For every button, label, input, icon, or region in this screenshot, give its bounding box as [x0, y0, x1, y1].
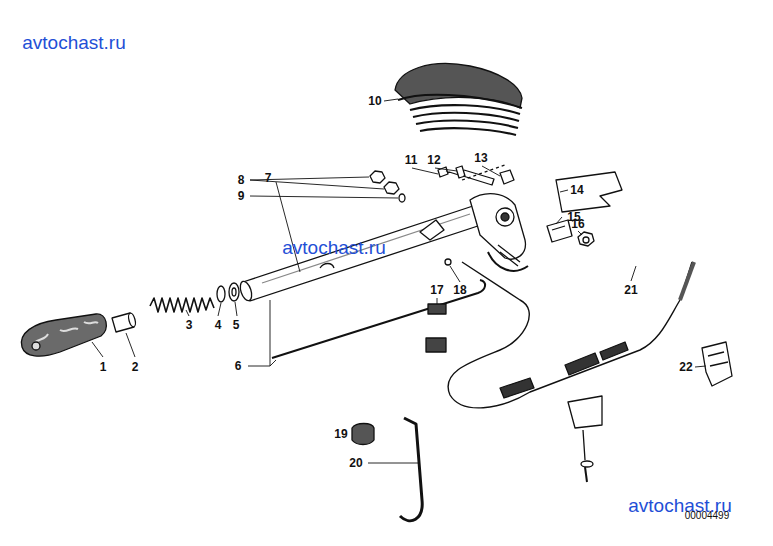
washer [229, 283, 239, 301]
callout-number: 8 [238, 174, 245, 186]
plate [556, 172, 622, 212]
callout-number: 9 [238, 190, 245, 202]
callout-number: 4 [215, 319, 222, 331]
callout-number: 2 [132, 361, 139, 373]
grommet [352, 424, 374, 445]
callout-number: 6 [235, 360, 242, 372]
drawing-number: 00004499 [685, 511, 730, 521]
boot [395, 63, 522, 108]
watermark: avtochast.ru [282, 238, 386, 257]
rod [400, 418, 422, 521]
cable [448, 262, 692, 408]
callout-number: 3 [186, 319, 193, 331]
clip [547, 220, 572, 242]
callout-number: 22 [679, 361, 692, 373]
callout-number: 16 [571, 218, 584, 230]
callout-number: 11 [405, 154, 418, 166]
lever-head [470, 194, 525, 259]
callout-number: 10 [368, 95, 381, 107]
rod [272, 280, 485, 358]
clip [702, 342, 732, 386]
callout-number: 1 [100, 361, 107, 373]
callout-number: 21 [624, 284, 637, 296]
pad [428, 304, 446, 314]
callout-number: 17 [430, 284, 443, 296]
callout-number: 12 [427, 154, 440, 166]
callout-number: 13 [474, 152, 487, 164]
nut [384, 182, 399, 194]
pad [426, 338, 446, 352]
callout-number: 19 [334, 428, 347, 440]
leader-lines [92, 99, 706, 463]
lever-tube [243, 203, 490, 301]
callout-number: 18 [453, 284, 466, 296]
nut [578, 232, 594, 246]
callout-number: 5 [233, 319, 240, 331]
grip [21, 314, 106, 356]
nut [370, 171, 385, 183]
spring [150, 298, 214, 312]
watermark: avtochast.ru [22, 33, 126, 52]
nut [500, 170, 514, 184]
callout-number: 20 [349, 457, 362, 469]
callout-number: 7 [265, 172, 272, 184]
callout-number: 14 [570, 184, 583, 196]
washer [217, 286, 225, 302]
